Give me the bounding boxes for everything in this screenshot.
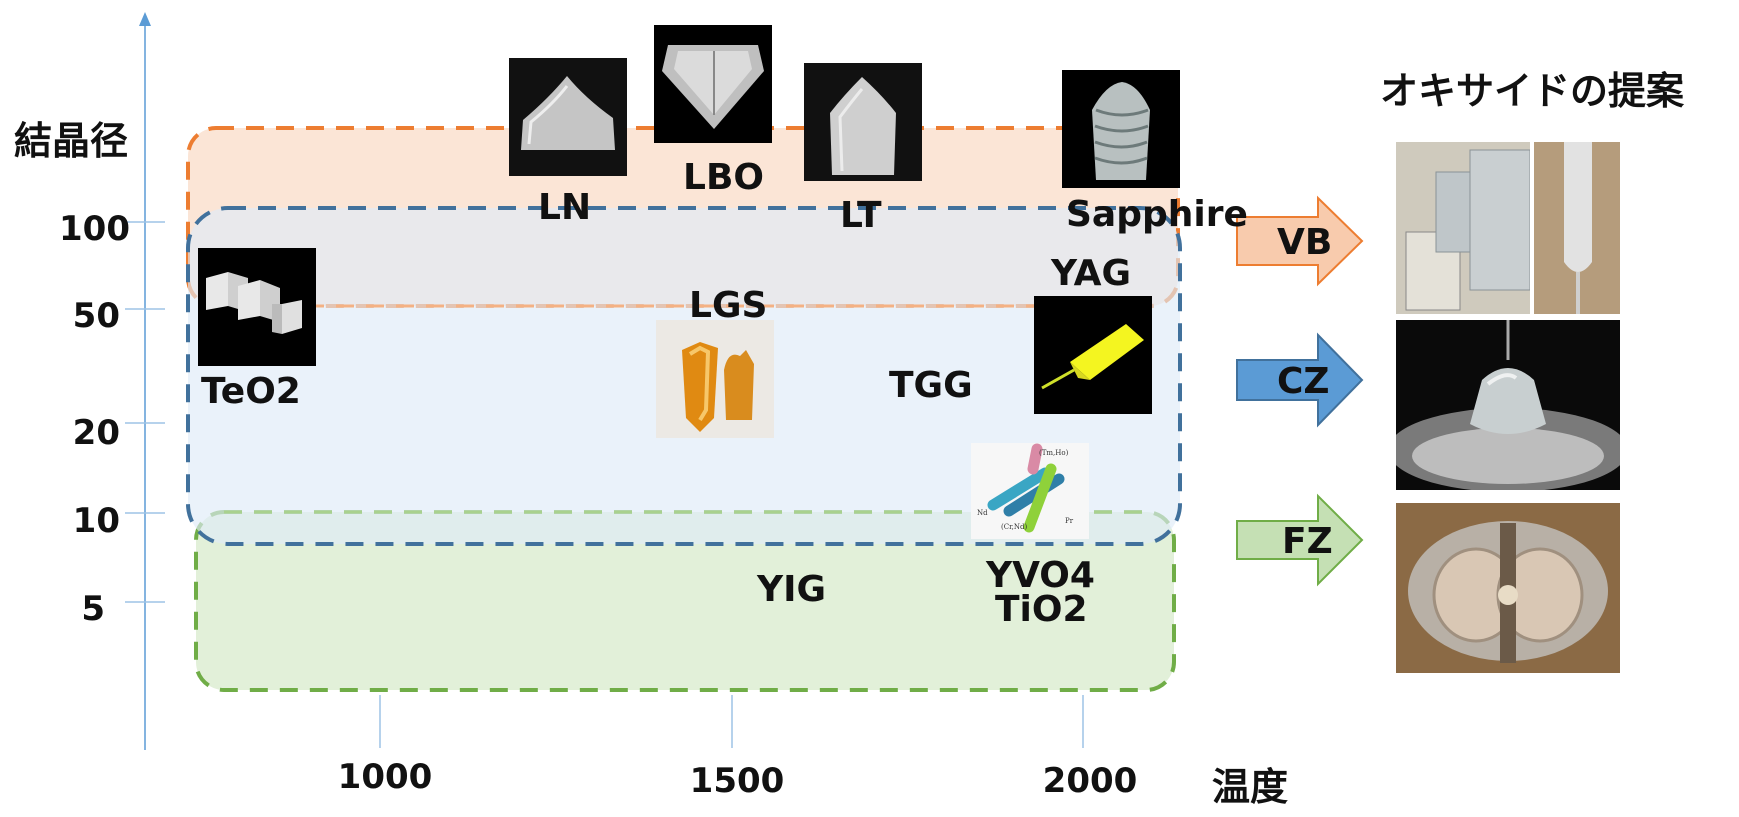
- ln-crystal-photo: [509, 58, 627, 176]
- material-label-teo2: TeO2: [201, 371, 301, 412]
- y-tick-label-10: 10: [72, 501, 120, 541]
- material-label-tio2: TiO2: [995, 589, 1088, 630]
- yvo4-photo-label-nd: Nd: [977, 509, 988, 517]
- sapphire-crystal-photo: [1062, 70, 1180, 188]
- fz-arrow: [1236, 493, 1364, 587]
- yvo4-photo-label-crnd: (Cr,Nd): [1001, 523, 1028, 531]
- yag-crystal-photo: [1034, 296, 1152, 414]
- lt-crystal-photo: [804, 63, 922, 181]
- proposal-title: オキサイドの提案: [1380, 69, 1685, 113]
- material-label-yag: YAG: [1051, 253, 1132, 294]
- material-label-sapphire: Sapphire: [1066, 194, 1248, 235]
- fz-arrow-label: FZ: [1282, 521, 1333, 562]
- material-label-ln: LN: [538, 187, 592, 228]
- vb-furnace-photo: [1396, 142, 1620, 314]
- fz-furnace-photo: [1396, 503, 1620, 673]
- material-label-lt: LT: [840, 195, 882, 236]
- y-tick-label-50: 50: [72, 296, 120, 336]
- y-tick-label-100: 100: [59, 209, 130, 249]
- y-axis-arrowhead: [139, 12, 151, 26]
- material-label-tgg: TGG: [889, 365, 973, 406]
- material-label-lbo: LBO: [683, 157, 764, 198]
- material-label-yig: YIG: [757, 569, 827, 610]
- lgs-crystal-photo: [656, 320, 774, 438]
- x-tick-label-1500: 1500: [689, 761, 785, 801]
- y-axis-title: 結晶径: [14, 119, 129, 163]
- y-tick-label-5: 5: [81, 589, 105, 629]
- material-label-lgs: LGS: [689, 285, 768, 326]
- material-label-yvo4: YVO4: [986, 555, 1095, 596]
- x-tick-label-1000: 1000: [337, 757, 433, 797]
- yvo4-crystal-photo: (Tm,Ho) Nd (Cr,Nd) Pr: [971, 443, 1089, 539]
- yvo4-photo-label-tmho: (Tm,Ho): [1039, 449, 1069, 457]
- cz-arrow-label: CZ: [1277, 361, 1330, 402]
- y-tick-label-20: 20: [72, 413, 120, 453]
- cz-arrow: [1236, 332, 1364, 428]
- cz-crystal-photo: [1396, 320, 1620, 490]
- vb-arrow: [1236, 195, 1364, 287]
- lbo-crystal-photo: [654, 25, 772, 143]
- x-tick-label-2000: 2000: [1042, 761, 1138, 801]
- vb-arrow-label: VB: [1277, 222, 1333, 263]
- yvo4-photo-label-pr: Pr: [1065, 517, 1074, 525]
- teo2-crystal-photo: [198, 248, 316, 366]
- x-axis-title: 温度: [1212, 765, 1289, 809]
